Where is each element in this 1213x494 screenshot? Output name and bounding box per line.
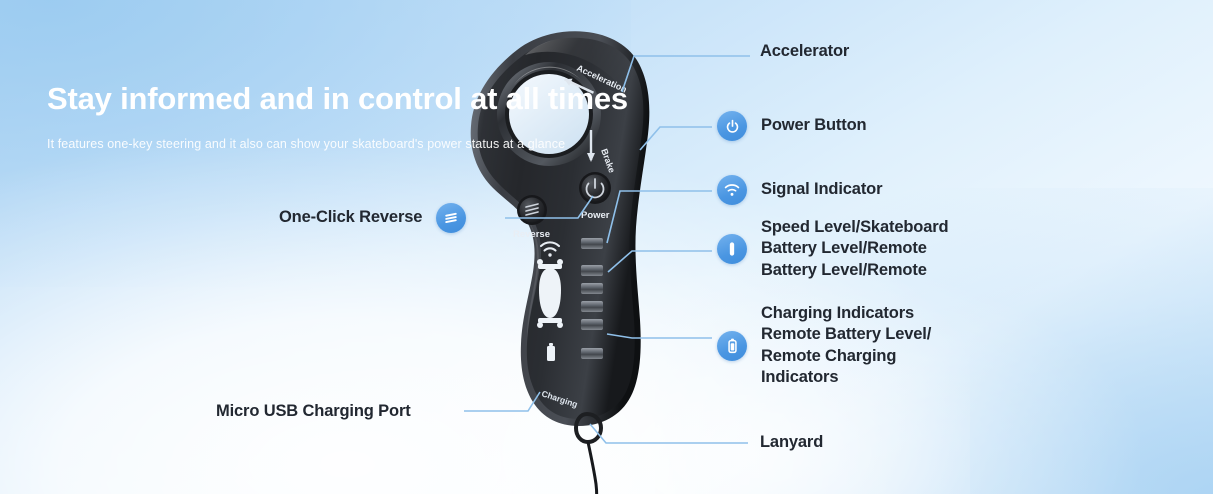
level-bar-icon (717, 234, 747, 265)
callout-signal-indicator-label: Signal Indicator (761, 180, 883, 199)
callout-accelerator-label: Accelerator (760, 42, 850, 60)
reverse-text: Reverse (513, 229, 550, 240)
callout-charging-indicators-label: Charging Indicators Remote Battery Level… (761, 304, 932, 387)
lanyard-cord (573, 411, 604, 494)
callout-lanyard[interactable]: Lanyard (760, 432, 823, 453)
headline-block: Stay informed and in control at all time… (47, 80, 767, 151)
battery-icon-on-device (547, 343, 555, 361)
callout-one-click-reverse[interactable]: One-Click Reverse (279, 203, 467, 233)
callout-speed-level[interactable]: Speed Level/Skateboard Battery Level/Rem… (717, 217, 949, 281)
callout-power-button-label: Power Button (761, 116, 867, 135)
callout-micro-usb-charging-port[interactable]: Micro USB Charging Port (216, 401, 411, 422)
battery-icon (717, 330, 747, 361)
skateboard-icon (537, 259, 563, 328)
power-icon (717, 111, 747, 141)
power-button-on-device[interactable]: Power (579, 172, 611, 221)
remote-battery-row (547, 343, 603, 361)
callout-one-click-reverse-label: One-Click Reverse (279, 208, 423, 227)
callout-speed-level-label: Speed Level/Skateboard Battery Level/Rem… (761, 218, 949, 279)
power-text: Power (581, 210, 610, 221)
page-title: Stay informed and in control at all time… (47, 81, 628, 116)
signal-indicator-row (539, 238, 603, 257)
callout-signal-indicator[interactable]: Signal Indicator (717, 175, 883, 205)
callout-lanyard-label: Lanyard (760, 433, 824, 451)
page-subtitle: It features one-key steering and it also… (47, 136, 566, 151)
callout-micro-usb-charging-port-label: Micro USB Charging Port (216, 402, 411, 420)
thumb-ring (497, 62, 601, 166)
reverse-icon (436, 203, 467, 233)
skateboard-battery-row (537, 259, 603, 330)
grip-highlight (526, 218, 539, 346)
wifi-icon (717, 175, 747, 205)
callout-accelerator[interactable]: Accelerator (760, 41, 849, 62)
callout-charging-indicators[interactable]: Charging Indicators Remote Battery Level… (717, 303, 931, 389)
callout-power-button[interactable]: Power Button (717, 111, 867, 141)
